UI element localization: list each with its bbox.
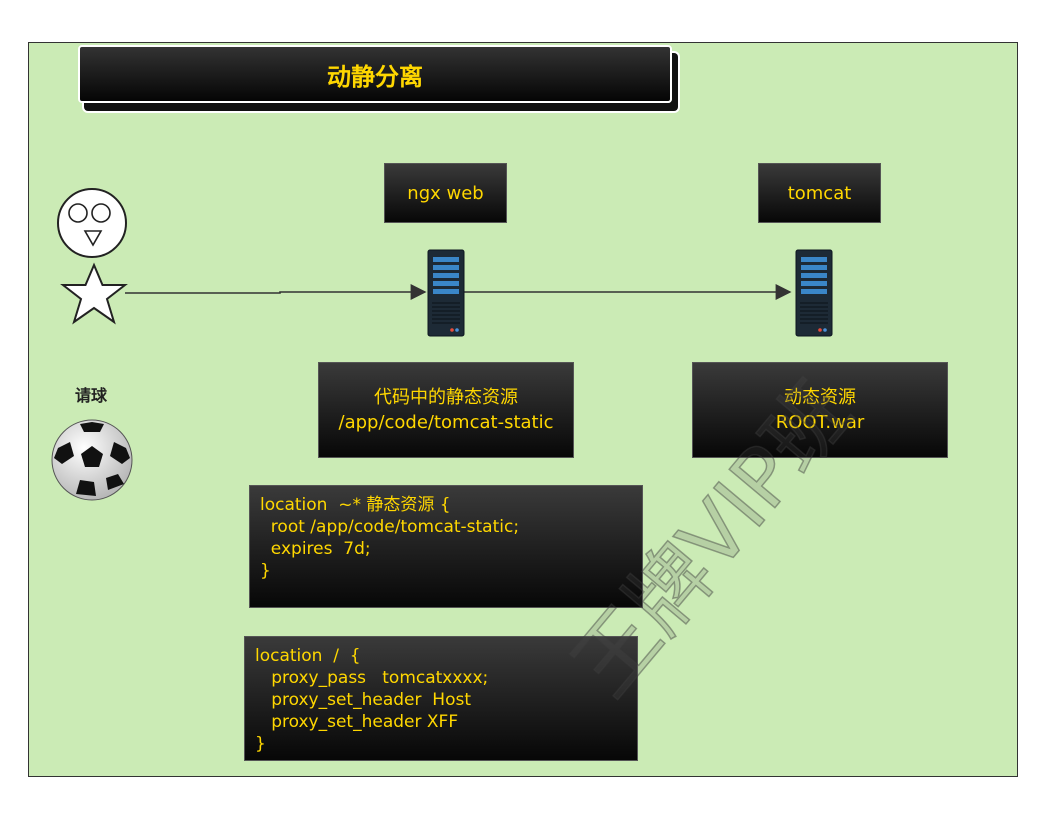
static-resource-box: 代码中的静态资源 /app/code/tomcat-static <box>318 362 574 458</box>
diagram-title: 动静分离 <box>78 45 672 103</box>
static-location-config: location ~* 静态资源 { root /app/code/tomcat… <box>249 485 643 608</box>
nginx-server-icon <box>427 249 465 337</box>
code-line: proxy_set_header XFF <box>255 712 459 732</box>
code-line: location / { <box>255 646 361 666</box>
code-line: proxy_pass tomcatxxxx; <box>255 668 489 688</box>
code-line: location ~* 静态资源 { <box>260 495 451 515</box>
tomcat-server-icon <box>795 249 833 337</box>
code-line: root /app/code/tomcat-static; <box>260 517 520 537</box>
nginx-label: ngx web <box>407 182 484 204</box>
tomcat-label-box: tomcat <box>758 163 881 223</box>
dynamic-resource-box: 动态资源 ROOT.war <box>692 362 948 458</box>
soccer-ball-icon <box>51 419 133 501</box>
dynamic-resource-file: ROOT.war <box>775 412 865 433</box>
code-line: } <box>255 734 266 754</box>
client-label: 请球 <box>75 386 108 405</box>
code-line: } <box>260 561 271 581</box>
code-line: expires 7d; <box>260 539 371 559</box>
static-resource-title: 代码中的静态资源 <box>374 387 518 408</box>
static-resource-path: /app/code/tomcat-static <box>338 412 554 433</box>
code-line: proxy_set_header Host <box>255 690 472 710</box>
nginx-label-box: ngx web <box>384 163 507 223</box>
proxy-location-config: location / { proxy_pass tomcatxxxx; prox… <box>244 636 638 761</box>
tomcat-label: tomcat <box>787 182 852 204</box>
dynamic-resource-title: 动态资源 <box>784 387 856 408</box>
